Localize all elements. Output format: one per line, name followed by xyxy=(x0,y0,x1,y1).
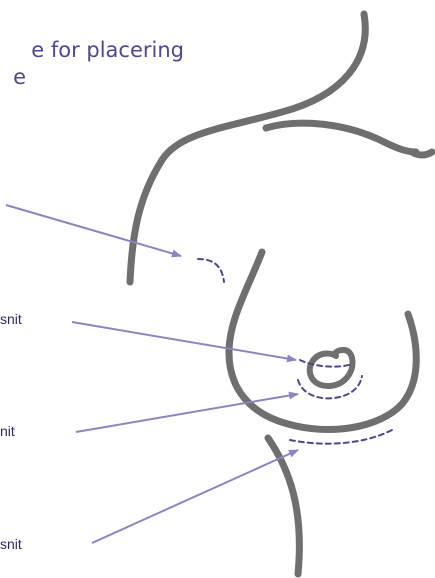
breast-contour xyxy=(229,252,416,430)
right-edge-contour xyxy=(412,152,432,155)
arrow-nipple xyxy=(72,322,296,360)
upper-chest-contour xyxy=(266,123,416,152)
arrow-inframammary xyxy=(92,450,298,543)
title-line-2: e xyxy=(13,64,26,91)
armpit-incision-line xyxy=(198,259,224,282)
arrow-armpit xyxy=(6,205,181,256)
title-line-1: e for placering xyxy=(31,37,184,64)
label-nipple-incision: snit xyxy=(0,311,22,327)
label-fold-incision: snit xyxy=(0,536,22,552)
label-areola-incision: nit xyxy=(0,423,15,439)
nipple-spiral xyxy=(310,350,353,386)
abdomen-contour xyxy=(268,438,299,574)
